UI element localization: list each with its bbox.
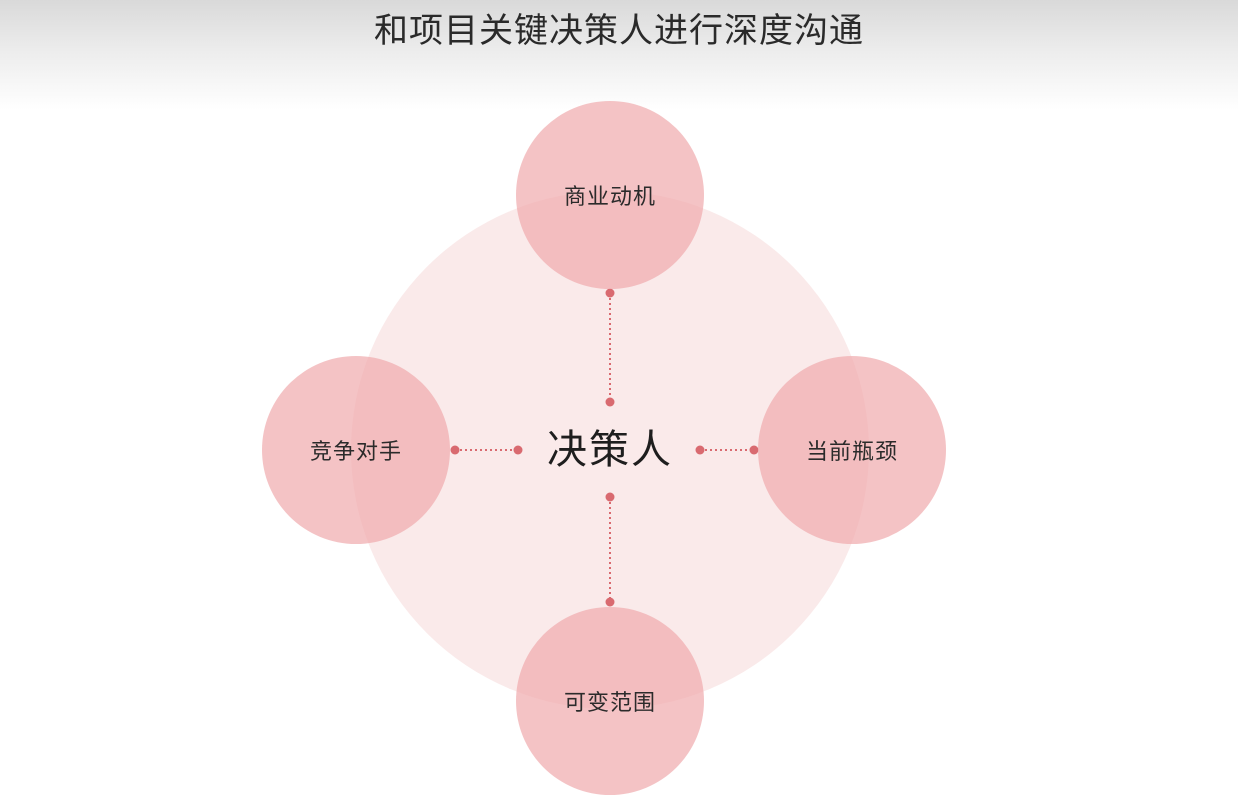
connector-dot — [605, 397, 615, 407]
header-band: 和项目关键决策人进行深度沟通 — [0, 0, 1238, 110]
page-title: 和项目关键决策人进行深度沟通 — [374, 11, 864, 51]
connector-dot — [513, 445, 523, 455]
node-business-motive: 商业动机 — [516, 101, 704, 289]
node-label: 商业动机 — [563, 185, 656, 210]
node-label: 当前瓶颈 — [805, 440, 898, 465]
connector-dot — [605, 597, 615, 607]
connector-dot — [605, 492, 615, 502]
node-current-bottleneck: 当前瓶颈 — [758, 356, 946, 544]
connector-dot — [695, 445, 705, 455]
connector-dot — [450, 445, 460, 455]
connector-dot — [605, 288, 615, 298]
node-variable-scope: 可变范围 — [516, 607, 704, 795]
node-competitor: 竞争对手 — [262, 356, 450, 544]
center-label: 决策人 — [547, 427, 673, 473]
connector-dot — [749, 445, 759, 455]
node-label: 可变范围 — [563, 691, 656, 716]
node-label: 竞争对手 — [309, 440, 402, 465]
